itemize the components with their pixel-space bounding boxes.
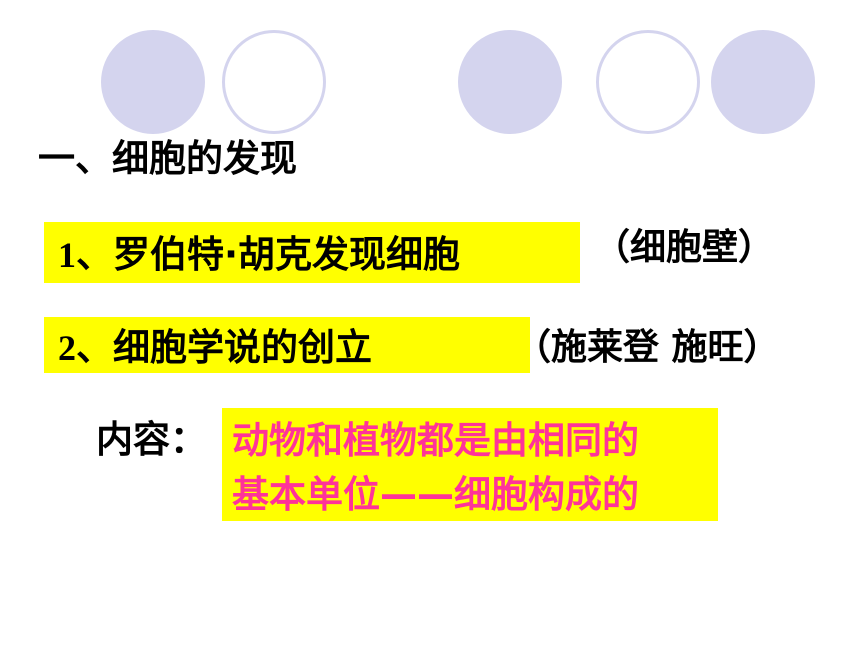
highlight-content bbox=[222, 408, 718, 521]
item-1: 1、罗伯特·胡克发现细胞 bbox=[58, 236, 460, 273]
highlight-item-1 bbox=[44, 222, 580, 283]
item-2-note: （施莱登 施旺） bbox=[515, 327, 780, 368]
decorative-circle-filled bbox=[711, 30, 815, 134]
decorative-circle-filled bbox=[458, 30, 562, 134]
item-1-text: 、罗伯特·胡克发现细胞 bbox=[76, 233, 461, 276]
item-2: 2、细胞学说的创立 bbox=[58, 329, 372, 366]
item-1-number: 1 bbox=[58, 235, 76, 275]
content-line-1: 动物和植物都是由相同的 bbox=[232, 419, 639, 462]
section-heading: 一、细胞的发现 bbox=[38, 137, 297, 180]
decorative-circle-outline bbox=[596, 30, 700, 134]
highlight-item-2 bbox=[44, 317, 530, 373]
item-2-text: 、细胞学说的创立 bbox=[76, 326, 372, 369]
item-2-number: 2 bbox=[58, 328, 76, 368]
item-1-note: （细胞壁） bbox=[594, 227, 775, 268]
content-label: 内容： bbox=[96, 418, 207, 461]
decorative-circle-outline bbox=[222, 30, 326, 134]
decorative-circle-filled bbox=[101, 30, 205, 134]
content-line-2: 基本单位——细胞构成的 bbox=[232, 473, 639, 516]
